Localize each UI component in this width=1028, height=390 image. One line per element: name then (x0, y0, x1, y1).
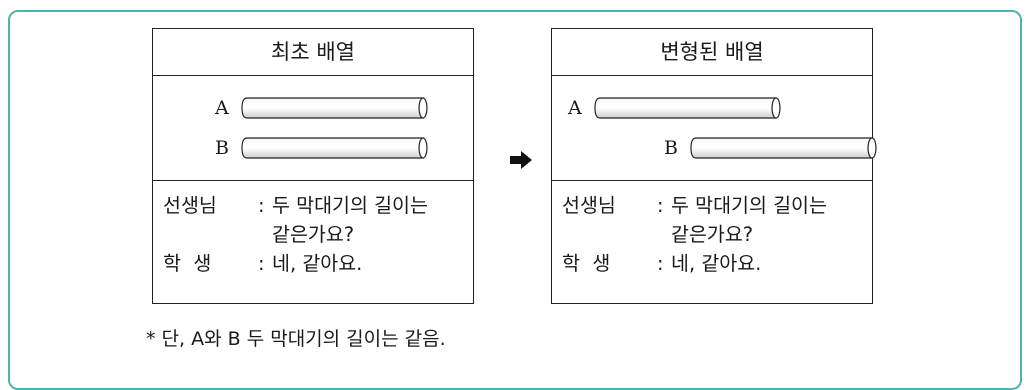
initial-arrangement-panel: 최초 배열 A B (152, 28, 474, 304)
rod-b-row: B (664, 136, 878, 160)
teacher-line: 선생님: 두 막대기의 길이는 (562, 191, 872, 220)
transformed-arrangement-panel: 변형된 배열 A B 선생님: 두 막대기의 길이는 같은가요? (551, 28, 877, 304)
student-answer: 네, 같아요. (671, 252, 762, 275)
teacher-speaker: 선생님 (163, 194, 217, 217)
teacher-line: 선생님: 두 막대기의 길이는 (163, 191, 473, 220)
rod-b-label: B (215, 137, 229, 159)
rod-a-label: A (568, 97, 582, 119)
dialog: 선생님: 두 막대기의 길이는 같은가요? 학 생: 네, 같아요. (552, 181, 872, 278)
student-line: 학 생: 네, 같아요. (562, 249, 872, 278)
teacher-line-continued: 같은가요? (272, 223, 355, 246)
dialog: 선생님: 두 막대기의 길이는 같은가요? 학 생: 네, 같아요. (153, 181, 473, 278)
colon: : (657, 194, 664, 217)
teacher-speaker: 선생님 (562, 194, 616, 217)
rods-area: A B (153, 76, 473, 181)
panel-title: 변형된 배열 (552, 29, 872, 76)
student-answer: 네, 같아요. (272, 252, 363, 275)
teacher-line-continued: 같은가요? (671, 223, 754, 246)
right-arrow-icon (510, 151, 532, 169)
rod-a-row: A (568, 96, 798, 120)
colon: : (657, 252, 664, 275)
rods-area: A B (552, 76, 877, 181)
colon: : (258, 252, 265, 275)
student-speaker: 학 생 (163, 252, 212, 275)
rod-a (594, 97, 782, 119)
rod-b-row: B (215, 136, 445, 160)
panel-title: 최초 배열 (153, 29, 473, 76)
footnote: * 단, A와 B 두 막대기의 길이는 같음. (146, 328, 446, 350)
student-speaker: 학 생 (562, 252, 611, 275)
colon: : (258, 194, 265, 217)
rod-b (241, 137, 429, 159)
rod-a-row: A (215, 96, 445, 120)
teacher-question: 두 막대기의 길이는 (671, 194, 827, 217)
rod-b-label: B (664, 137, 678, 159)
teacher-question: 두 막대기의 길이는 (272, 194, 428, 217)
rod-a-label: A (215, 97, 229, 119)
rod-a (241, 97, 429, 119)
rod-b (690, 137, 878, 159)
student-line: 학 생: 네, 같아요. (163, 249, 473, 278)
